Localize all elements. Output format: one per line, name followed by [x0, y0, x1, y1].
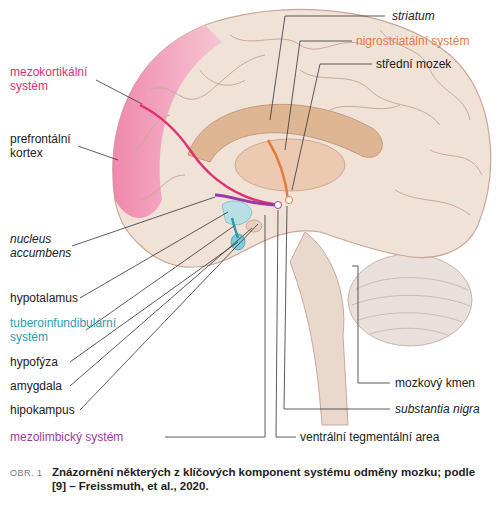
brainstem-shape — [290, 232, 348, 425]
prefrontal-area — [113, 25, 222, 218]
tuberoinfundibular-pathway — [232, 218, 238, 238]
part-label: střední mozek — [376, 57, 496, 71]
part-label: nucleus accumbens — [10, 232, 90, 260]
part-label: prefrontální kortex — [10, 132, 90, 160]
part-label: mezokortikální systém — [10, 65, 110, 93]
part-label: nigrostriatální systém — [356, 34, 496, 48]
cerebellum-shape — [348, 254, 472, 346]
part-label: ventrální tegmentální area — [300, 430, 500, 444]
mesocortical-pathway — [140, 105, 278, 205]
striatum-shape — [235, 139, 345, 191]
leader-lines — [70, 16, 390, 437]
part-label: striatum — [392, 9, 492, 23]
vta-dot — [275, 202, 282, 209]
part-label: hypotalamus — [10, 291, 110, 305]
mesolimbic-pathway — [215, 195, 278, 205]
part-label: mozkový kmen — [395, 376, 495, 390]
amygdala-shape — [246, 220, 262, 232]
cerebrum-shape — [113, 9, 491, 267]
part-label: substantia nigra — [395, 402, 495, 416]
figure-caption: Znázornění některých z klíčových kompone… — [52, 465, 492, 493]
part-label: amygdala — [10, 379, 110, 393]
part-label: hypofýza — [10, 355, 110, 369]
figure-number: OBR. 1 — [10, 468, 43, 478]
part-label: hipokampus — [10, 403, 110, 417]
part-label: mezolimbický systém — [10, 430, 170, 444]
part-label: tuberoinfundibulární systém — [10, 316, 150, 344]
cerebellum-folia — [352, 278, 470, 336]
substantia-nigra-dot — [286, 197, 293, 204]
